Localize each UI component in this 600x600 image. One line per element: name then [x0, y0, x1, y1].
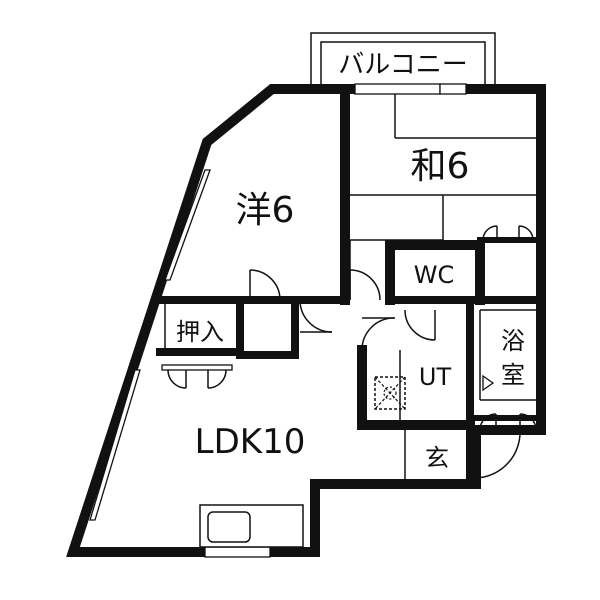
balcony-window-small: [439, 83, 467, 95]
ut-label: UT: [419, 363, 452, 391]
ut-room: UT: [357, 296, 475, 488]
exterior-walls: [66, 84, 546, 557]
youshitsu-door: [249, 269, 281, 301]
bath-door-marker: [482, 374, 495, 392]
kitchen-sink-icon: [199, 504, 304, 548]
ut-door-right: [404, 309, 436, 341]
hall-door: [299, 299, 333, 333]
genkan: 玄: [404, 430, 449, 480]
ut-door-left: [361, 317, 395, 351]
washing-machine-icon: [374, 376, 406, 410]
washitsu-label: 和6: [411, 146, 470, 187]
entrance-door: [475, 429, 521, 479]
balcony: バルコニー: [310, 32, 496, 88]
wc-label: WC: [414, 261, 455, 289]
oshiire-label: 押入: [176, 318, 224, 346]
interior-walls-middle: [156, 296, 349, 359]
balcony-label: バルコニー: [338, 50, 467, 80]
oshiire-doors: [161, 364, 233, 389]
ldk-label: LDK10: [195, 422, 306, 462]
bath-label-1: 浴: [501, 327, 525, 355]
youshitsu-label: 洋6: [236, 190, 295, 231]
shoe-cabinet-doors: [473, 413, 544, 431]
bathroom: 浴 室: [479, 309, 536, 401]
kitchen-window: [204, 546, 271, 558]
bath-label-2: 室: [501, 361, 525, 389]
balcony-window: [354, 83, 441, 95]
wc-room: WC: [385, 240, 545, 305]
washitsu-closet-doors: [477, 225, 539, 243]
genkan-label: 玄: [425, 444, 449, 472]
washitsu-door: [349, 269, 381, 301]
west-window-lower: [89, 369, 141, 521]
west-window-upper: [164, 169, 211, 281]
